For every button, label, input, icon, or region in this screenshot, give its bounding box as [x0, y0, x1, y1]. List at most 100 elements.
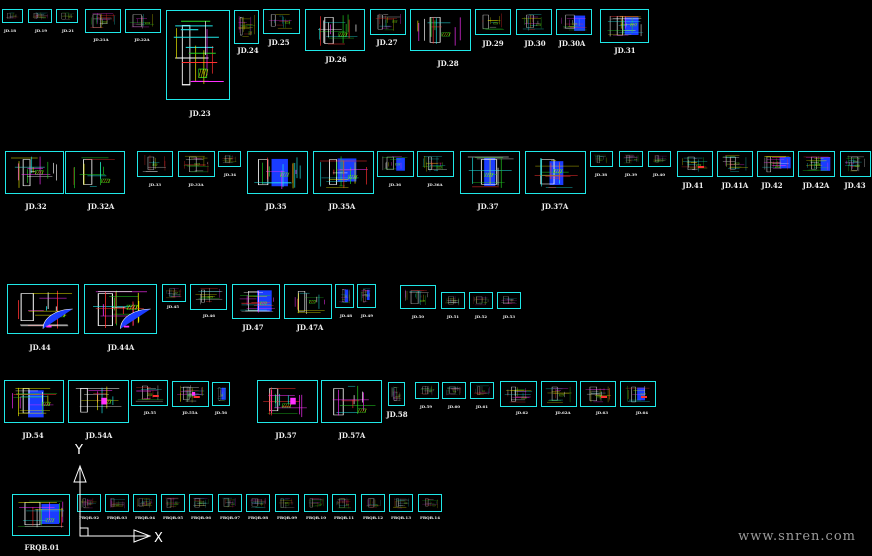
drawing-label-jd32: JD.32 [25, 202, 47, 211]
drawing-frame-jd56[interactable] [212, 382, 230, 406]
drawing-frame-jd35a[interactable] [313, 151, 374, 194]
drawing-frame-frqb12[interactable] [361, 494, 385, 512]
drawing-frame-frqb03[interactable] [105, 494, 129, 512]
drawing-frame-jd64[interactable] [620, 381, 656, 407]
drawing-frame-jd37a[interactable] [525, 151, 586, 194]
drawing-frame-jd41a[interactable] [717, 151, 753, 177]
drawing-frame-jd23[interactable] [166, 10, 230, 100]
drawing-label-jd37a: JD.37A [541, 202, 569, 211]
drawing-label-frqb12: FRQB.12 [363, 515, 383, 520]
drawing-frame-frqb01[interactable] [12, 494, 70, 536]
drawing-frame-jd63[interactable] [580, 381, 616, 407]
drawing-frame-jd24[interactable] [234, 10, 259, 44]
drawing-frame-jd27[interactable] [370, 9, 406, 35]
drawing-frame-jd49[interactable] [357, 284, 376, 308]
drawing-frame-jd32a[interactable] [65, 151, 125, 194]
drawing-frame-jd50[interactable] [400, 285, 436, 309]
drawing-label-jd28: JD.28 [437, 59, 459, 68]
drawing-frame-jd59[interactable] [415, 382, 439, 399]
drawing-frame-jd57[interactable] [257, 380, 318, 423]
drawing-label-frqb06: FRQB.06 [191, 515, 211, 520]
drawing-frame-jd28[interactable] [410, 9, 471, 51]
drawing-label-frqb14: FRQB.14 [420, 515, 440, 520]
drawing-frame-jd45[interactable] [162, 284, 186, 302]
drawing-label-jd23: JD.23 [189, 109, 211, 118]
drawing-label-jd36a: JD.36A [427, 182, 443, 187]
watermark-text: www.snren.com [738, 529, 856, 544]
drawing-frame-frqb09[interactable] [275, 494, 299, 512]
drawing-frame-jd43[interactable] [840, 151, 871, 177]
drawing-frame-jd57a[interactable] [321, 380, 382, 423]
drawing-frame-jd51[interactable] [441, 292, 465, 309]
drawing-frame-frqb04[interactable] [133, 494, 157, 512]
drawing-frame-jd21[interactable] [56, 9, 78, 23]
drawing-frame-jd61[interactable] [470, 382, 494, 399]
drawing-frame-jd33a[interactable] [178, 151, 215, 177]
drawing-frame-frqb14[interactable] [418, 494, 442, 512]
drawing-frame-jd42a[interactable] [798, 151, 835, 177]
drawing-frame-jd48[interactable] [335, 284, 354, 308]
drawing-label-jd44: JD.44 [29, 343, 51, 352]
drawing-frame-jd35[interactable] [247, 151, 308, 194]
drawing-label-jd47a: JD.47A [296, 323, 324, 332]
drawing-frame-frqb05[interactable] [161, 494, 185, 512]
drawing-frame-jd30[interactable] [516, 9, 552, 35]
drawing-frame-jd32[interactable] [5, 151, 64, 194]
drawing-frame-jd30a[interactable] [556, 9, 592, 35]
drawing-label-jd41a: JD.41A [721, 181, 749, 190]
drawing-frame-jd47[interactable] [232, 284, 280, 319]
drawing-frame-jd58[interactable] [388, 382, 405, 406]
drawing-label-jd55a: JD.55A [182, 410, 198, 415]
drawing-frame-jd21a[interactable] [85, 9, 121, 33]
drawing-frame-frqb11[interactable] [332, 494, 356, 512]
drawing-frame-jd60[interactable] [442, 382, 466, 399]
drawing-frame-jd25[interactable] [263, 9, 300, 34]
drawing-frame-frqb06[interactable] [189, 494, 213, 512]
drawing-label-jd26: JD.26 [325, 55, 347, 64]
drawing-frame-frqb13[interactable] [389, 494, 413, 512]
drawing-frame-jd33[interactable] [137, 151, 173, 177]
drawing-frame-jd26[interactable] [305, 9, 365, 51]
drawing-frame-jd37[interactable] [460, 151, 520, 194]
drawing-frame-jd34[interactable] [218, 151, 241, 167]
drawing-frame-jd55[interactable] [131, 380, 168, 406]
drawing-frame-jd29[interactable] [475, 9, 511, 35]
drawing-frame-jd53[interactable] [497, 292, 521, 309]
drawing-frame-jd18[interactable] [2, 9, 23, 23]
drawing-frame-jd52[interactable] [469, 292, 493, 309]
drawing-frame-jd41[interactable] [677, 151, 713, 177]
drawing-frame-jd40[interactable] [648, 151, 671, 167]
drawing-frame-jd55a[interactable] [172, 381, 209, 407]
drawing-frame-frqb02[interactable] [77, 494, 101, 512]
drawing-label-jd62a: JD.62A [555, 410, 571, 415]
drawing-label-jd32a: JD.32A [87, 202, 115, 211]
drawing-frame-jd44a[interactable] [84, 284, 157, 334]
drawing-frame-jd54[interactable] [4, 380, 64, 423]
drawing-frame-jd19[interactable] [28, 9, 52, 23]
drawing-frame-jd31[interactable] [600, 9, 649, 43]
drawing-label-frqb13: FRQB.13 [391, 515, 411, 520]
drawing-frame-jd47a[interactable] [284, 284, 332, 319]
drawing-frame-jd54a[interactable] [68, 380, 129, 423]
drawing-frame-frqb08[interactable] [246, 494, 270, 512]
drawing-frame-jd36[interactable] [377, 151, 414, 177]
drawing-label-jd45: JD.45 [166, 304, 180, 309]
drawing-label-frqb08: FRQB.08 [248, 515, 268, 520]
drawing-frame-jd36a[interactable] [417, 151, 454, 177]
drawing-frame-jd38[interactable] [590, 151, 613, 167]
drawing-label-jd61: JD.61 [475, 404, 489, 409]
drawing-label-frqb05: FRQB.05 [163, 515, 183, 520]
drawing-label-jd24: JD.24 [237, 46, 259, 55]
drawing-frame-frqb07[interactable] [218, 494, 242, 512]
drawing-label-frqb09: FRQB.09 [277, 515, 297, 520]
drawing-frame-frqb10[interactable] [304, 494, 328, 512]
drawing-label-jd39: JD.39 [624, 172, 638, 177]
drawing-frame-jd42[interactable] [757, 151, 794, 177]
drawing-frame-jd44[interactable] [7, 284, 79, 334]
drawing-frame-jd46[interactable] [190, 284, 227, 310]
drawing-frame-jd62[interactable] [500, 381, 537, 407]
drawing-frame-jd62a[interactable] [541, 381, 577, 407]
drawing-frame-jd22a[interactable] [125, 9, 161, 33]
drawing-frame-jd39[interactable] [619, 151, 643, 167]
